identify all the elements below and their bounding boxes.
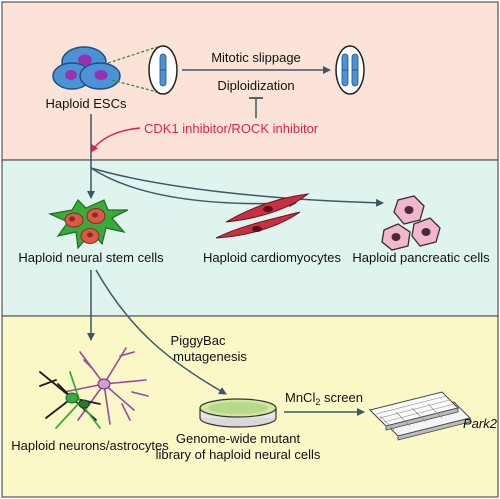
zoom-line-upper (107, 46, 158, 64)
to-pancreatic-arrow (90, 167, 384, 207)
nsc-label: Haploid neural stem cells (18, 250, 164, 265)
diploidization-label: Diploidization (217, 78, 294, 93)
mutagenesis-label: mutagenesis (173, 349, 247, 364)
petri-dish-icon (199, 398, 277, 428)
nsc-to-library-arrow (95, 269, 227, 395)
library-label-line2: library of haploid neural cells (156, 447, 321, 462)
pancreatic-cells-illustration (381, 195, 441, 251)
inhibitor-arrow (90, 127, 141, 153)
mncl2-screen-label: MnCl2 screen (285, 390, 363, 407)
screen-text: screen (320, 390, 363, 405)
neurons-label: Haploid neurons/astrocytes (11, 438, 169, 453)
neurons-astrocytes-illustration (39, 347, 149, 429)
mncl2-text: MnCl (285, 390, 315, 405)
mitotic-slippage-label: Mitotic slippage (211, 50, 301, 65)
zoom-line-lower (111, 79, 158, 93)
haploid-escs-label: Haploid ESCs (46, 96, 127, 111)
park2-label: Park2 (463, 416, 498, 431)
neural-stem-cells-illustration (47, 199, 129, 250)
diploid-chromosome-cell (335, 45, 365, 95)
cardiomyocytes-label: Haploid cardiomyocytes (203, 250, 342, 265)
haploid-escs-illustration (52, 46, 121, 90)
well-plate-icon (369, 391, 471, 441)
inhibitor-label: CDK1 inhibitor/ROCK inhibitor (144, 121, 319, 136)
pancreatic-label: Haploid pancreatic cells (352, 250, 490, 265)
library-label-line1: Genome-wide mutant (176, 431, 301, 446)
piggybac-label: PiggyBac (171, 333, 226, 348)
mncl2-subscript: 2 (315, 397, 320, 407)
haploid-chromosome-cell (148, 45, 178, 95)
cardiomyocytes-illustration (215, 193, 310, 239)
